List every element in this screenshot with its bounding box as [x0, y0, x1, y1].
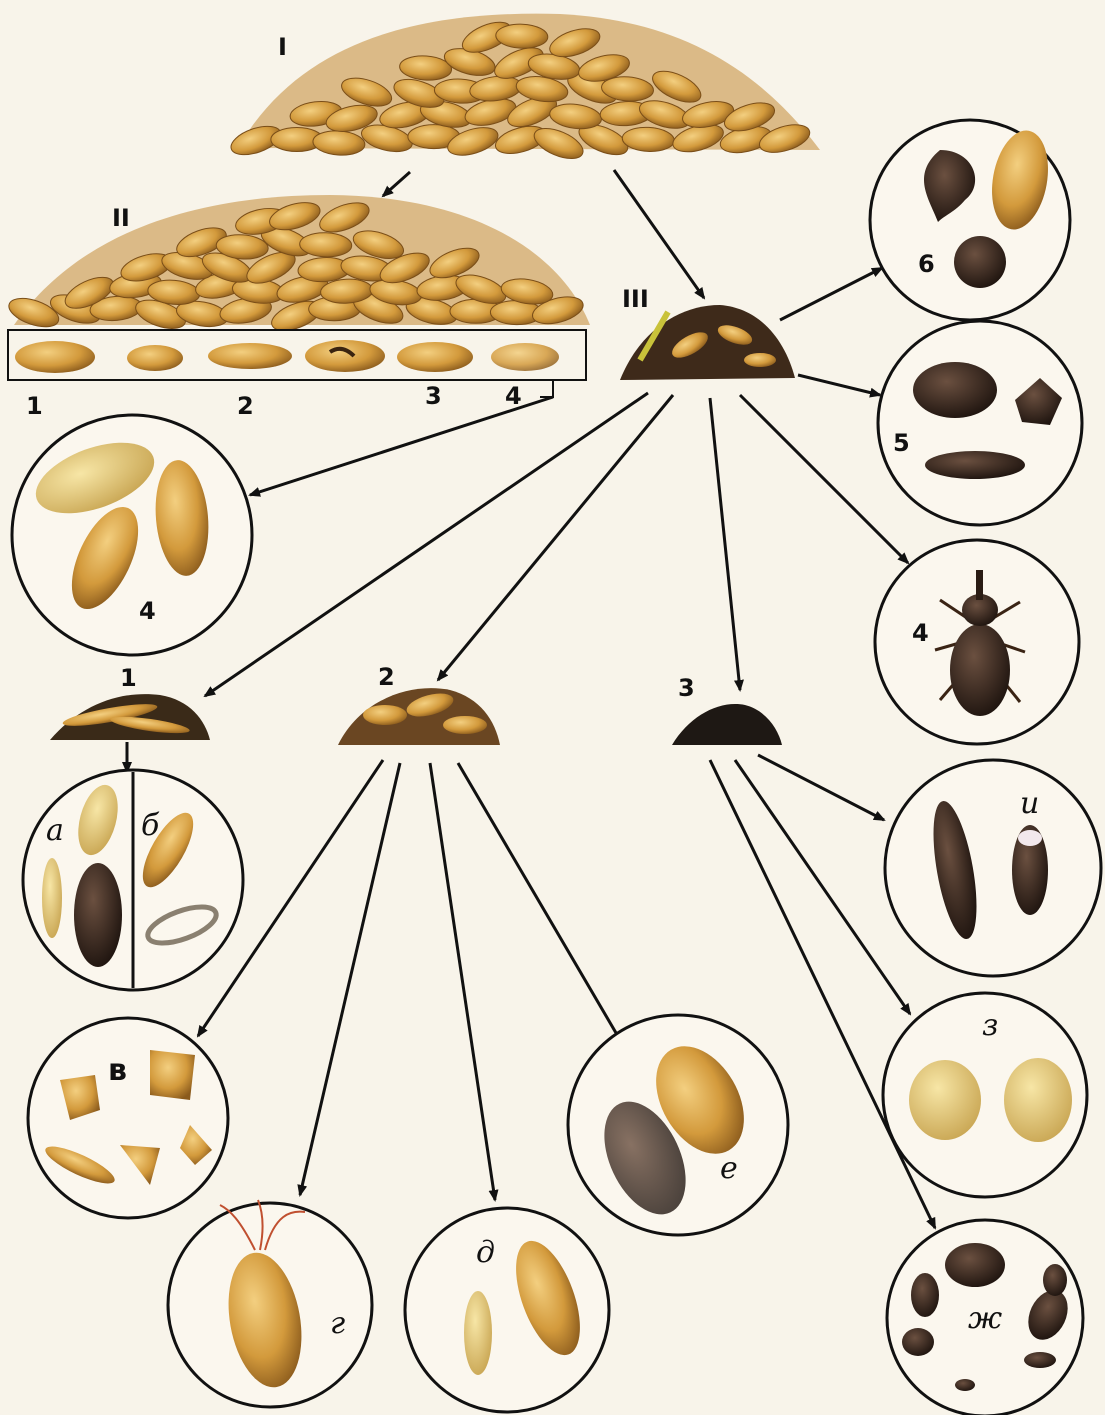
- fraction-3-heap: [672, 704, 782, 745]
- circle-awned-grain: [168, 1200, 372, 1407]
- fraction-2-heap: [338, 688, 500, 745]
- label-strip-3: 3: [425, 382, 442, 410]
- arrows: [127, 170, 935, 1228]
- label-sub-d: д: [476, 1235, 495, 1270]
- label-fraction-2: 2: [378, 663, 395, 691]
- label-sub-b: б: [141, 808, 160, 843]
- circle-weevil: [875, 540, 1079, 744]
- label-fraction-1: 1: [120, 664, 137, 692]
- heap-clean-grain: [5, 195, 590, 336]
- label-sub-a: а: [46, 813, 64, 848]
- label-heap-clean: II: [112, 204, 130, 232]
- circle-ergot: [885, 760, 1101, 976]
- label-sub-e: е: [720, 1151, 738, 1186]
- label-heap-waste: III: [622, 285, 649, 313]
- label-sub-g: г: [330, 1306, 345, 1341]
- label-circle-mineral: 5: [893, 429, 910, 457]
- fraction-1-heap: [50, 694, 210, 740]
- label-strip-4: 4: [505, 382, 522, 410]
- label-strip-1: 1: [26, 392, 43, 420]
- circle-spotted-grains: [568, 1015, 788, 1235]
- circle-mineral-impurities: [878, 321, 1082, 525]
- label-sub-i: и: [1020, 786, 1039, 821]
- heap-main-grain: [227, 14, 820, 165]
- label-circle-damaged: 4: [139, 597, 156, 625]
- label-strip-2: 2: [237, 392, 254, 420]
- circle-light-impurities: [23, 770, 243, 990]
- circle-damaged-grains: [12, 415, 252, 655]
- label-sub-zh: ж: [968, 1301, 1002, 1336]
- label-circle-weeds: 6: [918, 250, 935, 278]
- label-sub-v: в: [108, 1053, 127, 1088]
- circle-shrunken-grains: [405, 1208, 609, 1412]
- label-heap-main: I: [278, 33, 287, 61]
- label-fraction-3: 3: [678, 674, 695, 702]
- circle-broken-grains: [28, 1018, 228, 1218]
- heap-waste: [620, 305, 795, 380]
- label-sub-z: з: [982, 1008, 998, 1043]
- label-circle-weevil: 4: [912, 619, 929, 647]
- damaged-grain-strip: [8, 330, 586, 397]
- circle-weed-seeds: [870, 120, 1070, 320]
